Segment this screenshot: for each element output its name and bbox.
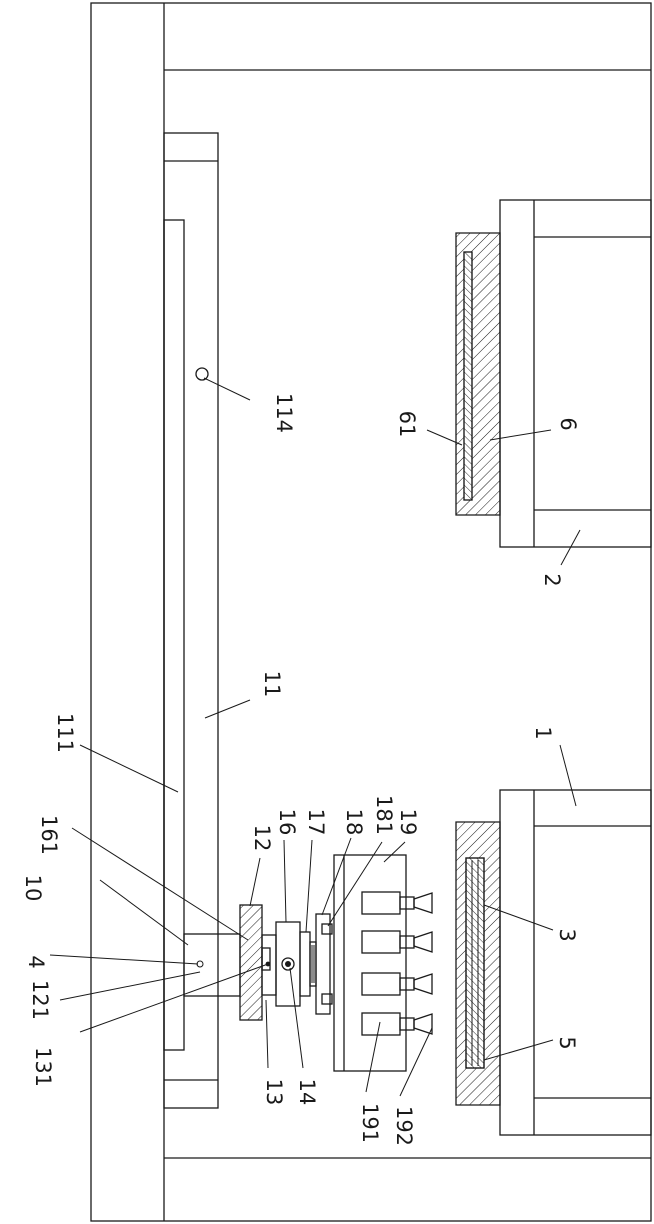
rail-assembly bbox=[164, 133, 218, 1108]
label-4: 4 bbox=[24, 955, 48, 968]
label-19: 19 bbox=[396, 809, 420, 836]
label-161: 161 bbox=[37, 815, 61, 855]
suction-head bbox=[334, 855, 432, 1071]
label-111: 111 bbox=[53, 713, 77, 753]
label-11: 11 bbox=[260, 671, 284, 698]
pivot-hole-114 bbox=[196, 368, 208, 380]
label-191: 191 bbox=[358, 1103, 382, 1143]
slider-block bbox=[184, 905, 262, 1020]
label-13: 13 bbox=[262, 1079, 286, 1106]
label-14: 14 bbox=[295, 1079, 319, 1106]
label-17: 17 bbox=[304, 809, 328, 836]
label-12: 12 bbox=[250, 825, 274, 852]
lower-station bbox=[456, 790, 651, 1135]
label-6: 6 bbox=[556, 417, 580, 430]
label-5: 5 bbox=[555, 1036, 579, 1049]
label-18: 18 bbox=[342, 809, 366, 836]
label-192: 192 bbox=[392, 1106, 416, 1146]
label-16: 16 bbox=[275, 809, 299, 836]
label-10: 10 bbox=[21, 875, 45, 902]
label-1: 1 bbox=[531, 726, 555, 739]
label-121: 121 bbox=[28, 980, 52, 1020]
label-181: 181 bbox=[372, 795, 396, 835]
label-61: 61 bbox=[395, 411, 419, 438]
suction-cups bbox=[362, 892, 432, 1035]
mounting-plate bbox=[316, 914, 332, 1014]
label-131: 131 bbox=[31, 1047, 55, 1087]
label-114: 114 bbox=[272, 393, 296, 433]
label-3: 3 bbox=[555, 928, 579, 941]
motor-coupling bbox=[262, 922, 316, 1006]
label-2: 2 bbox=[540, 573, 564, 586]
upper-station bbox=[456, 200, 651, 547]
